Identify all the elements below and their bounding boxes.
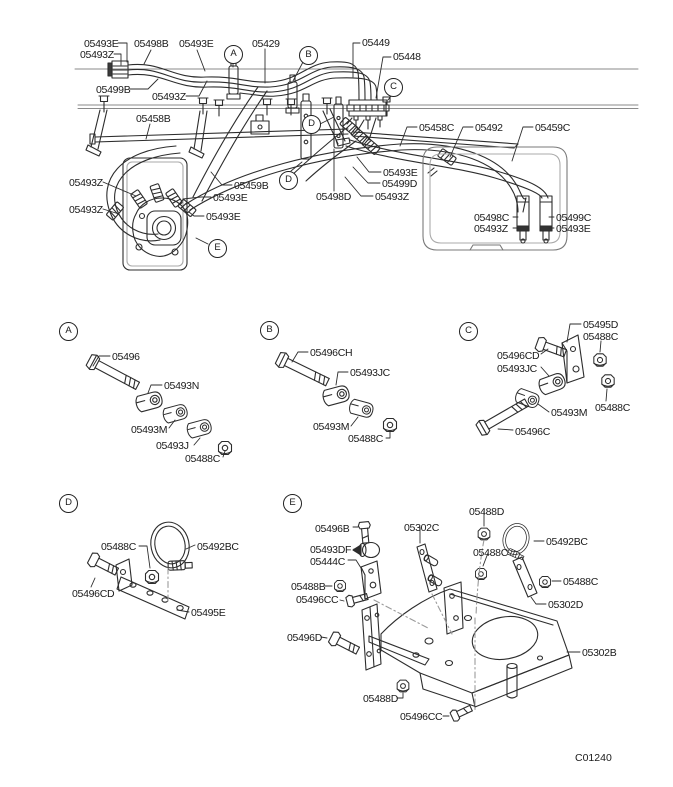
fuel-tank: [422, 146, 568, 251]
strap-05302d: [512, 556, 538, 598]
tank-fittings: [516, 195, 553, 244]
hose-runs: [185, 116, 549, 213]
bushing-05493df: [352, 541, 381, 559]
frame-rails: [74, 68, 639, 109]
upper-hose-run: [107, 58, 391, 160]
leader-lines-main: [102, 42, 555, 245]
detail-section-b: [273, 350, 398, 439]
figure-code: C01240: [575, 752, 612, 764]
detail-section-e: [320, 510, 581, 723]
pump-assembly: [105, 86, 268, 271]
detail-section-c: [474, 323, 615, 438]
detail-section-a: [84, 352, 233, 458]
strap-05302c: [416, 543, 444, 593]
detail-section-d: [86, 518, 196, 620]
bracket-05302b: [361, 581, 573, 708]
